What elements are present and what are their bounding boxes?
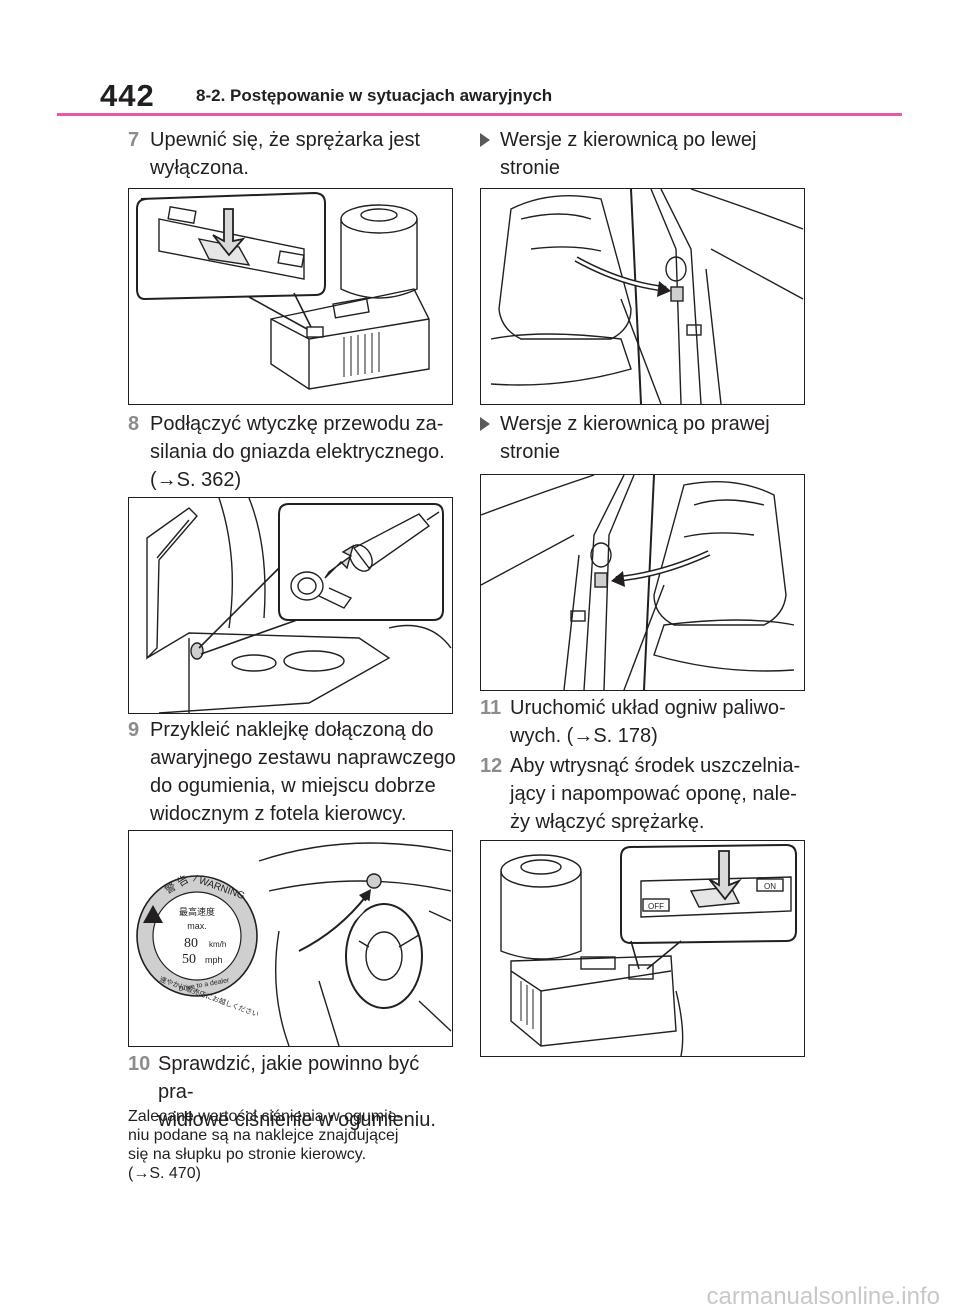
step-number: 8 <box>128 413 140 435</box>
triangle-bullet-icon <box>480 133 490 147</box>
sticker-mph-unit: mph <box>205 955 223 965</box>
step-text: Podłączyć wtyczkę przewodu za- silania d… <box>150 413 445 491</box>
step-text: Przykleić naklejkę dołączoną do awaryjne… <box>150 719 456 825</box>
step-number: 12 <box>480 755 503 777</box>
figure-pillar-lhd <box>480 188 805 405</box>
sticker-kmh-value: 80 <box>184 936 198 951</box>
header-rule <box>57 113 902 116</box>
page-header: 442 8-2. Postępowanie w sytuacjach awary… <box>100 78 902 118</box>
step-text: Aby wtrysnąć środek uszczelnia- jący i n… <box>510 755 801 833</box>
figure-power-socket <box>128 497 453 714</box>
step-number: 10 <box>128 1053 151 1075</box>
step-8: 8 Podłączyć wtyczkę przewodu za- silania… <box>128 410 458 494</box>
step-text: Uruchomić układ ogniw paliwo- wych. (→S.… <box>510 697 786 747</box>
section-title: 8-2. Postępowanie w sytuacjach awaryjnyc… <box>196 86 553 105</box>
sticker-speed-jp: 最高速度 <box>179 906 215 918</box>
figure-compressor-off <box>128 188 453 405</box>
figure-warning-sticker: 警 告 / WARNING 最高速度 max. 80 km/h 50 mph 速… <box>128 830 453 1047</box>
page-number: 442 <box>100 78 155 113</box>
pressure-note: Zalecane wartości ciśnienia w ogumie- ni… <box>128 1108 402 1182</box>
step-11: 11 Uruchomić układ ogniw paliwo- wych. (… <box>480 694 810 750</box>
sticker-kmh-unit: km/h <box>209 940 226 949</box>
step-number: 9 <box>128 719 140 741</box>
step-text: Sprawdzić, jakie powinno być pra- widłow… <box>158 1053 436 1131</box>
step-12: 12 Aby wtrysnąć środek uszczelnia- jący … <box>480 752 810 836</box>
variant-right-hand-drive: Wersje z kierownicą po prawej stronie <box>480 410 810 466</box>
switch-off-label: OFF <box>648 902 664 911</box>
watermark: carmanualsonline.info <box>706 1283 940 1310</box>
step-10: 10 Sprawdzić, jakie powinno być pra- wid… <box>128 1050 458 1131</box>
switch-on-label: ON <box>764 882 776 891</box>
figure-pillar-rhd <box>480 474 805 691</box>
step-text: Upewnić się, że sprężarka jest wyłączona… <box>150 129 421 179</box>
variant-left-hand-drive: Wersje z kierownicą po lewej stronie <box>480 126 810 182</box>
step-number: 11 <box>480 697 502 719</box>
step-7: 7 Upewnić się, że sprężarka jest wyłączo… <box>128 126 458 182</box>
step-9: 9 Przykleić naklejkę dołączoną do awaryj… <box>128 716 458 828</box>
sticker-max: max. <box>187 921 207 931</box>
triangle-bullet-icon <box>480 417 490 431</box>
sticker-mph-value: 50 <box>182 952 196 967</box>
figure-compressor-on: OFF ON <box>480 840 805 1057</box>
step-number: 7 <box>128 129 140 151</box>
